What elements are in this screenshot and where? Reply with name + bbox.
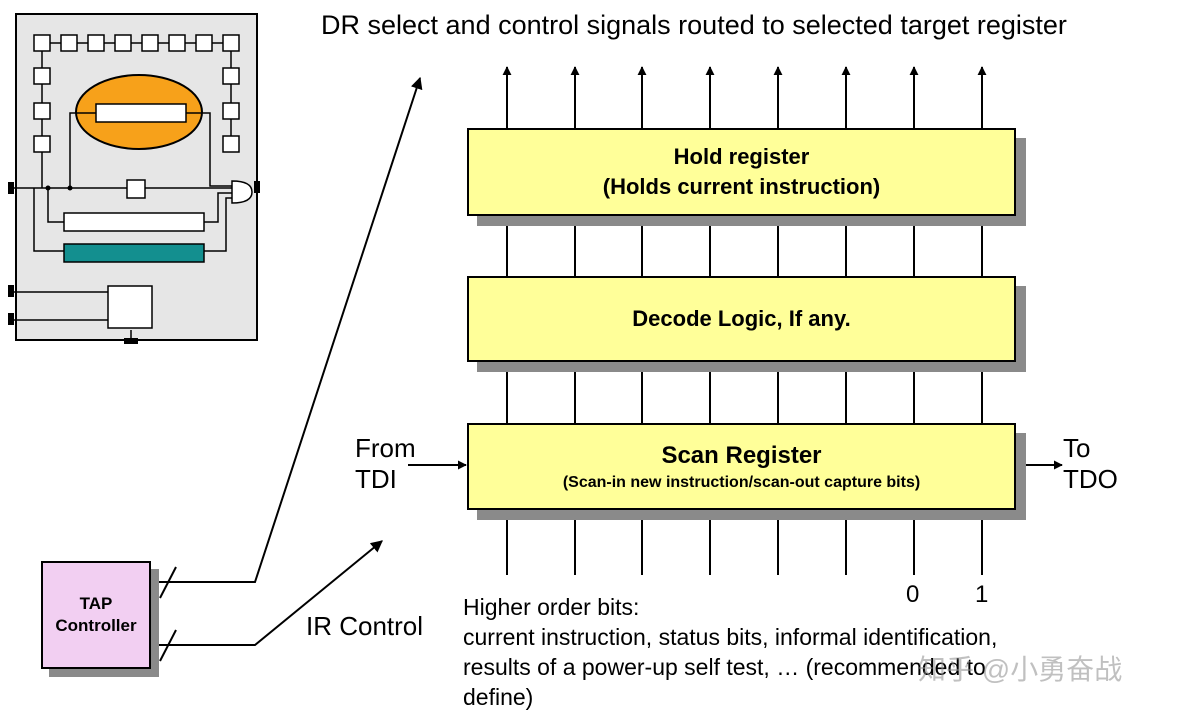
tap-controller: TAP Controller [41,561,151,669]
tap-controller-line2: Controller [55,616,137,635]
tap-controller-line1: TAP [79,594,113,613]
to-tdo-label: To TDO [1063,433,1118,494]
decode-logic-label: Decode Logic, If any. [632,306,851,331]
hold-register-title: Hold register [673,144,810,169]
from-tdi-label: From TDI [355,433,416,494]
bit-label-0: 0 [906,581,920,608]
scan-register-title: Scan Register [661,441,822,469]
decode-logic: Decode Logic, If any. [467,276,1016,362]
scan-register: Scan Register (Scan-in new instruction/s… [467,423,1016,510]
watermark: 知乎 @小勇奋战 [918,654,1123,685]
hold-register: Hold register (Holds current instruction… [467,128,1016,216]
higher-order-bits-note: Higher order bits: current instruction, … [463,594,998,710]
bit-label-1: 1 [975,581,989,608]
hold-register-subtitle: (Holds current instruction) [602,174,881,199]
diagram-title: DR select and control signals routed to … [321,10,1067,40]
ir-control-label: IR Control [306,611,424,641]
chip-thumbnail [8,13,260,344]
scan-register-subtitle: (Scan-in new instruction/scan-out captur… [562,473,921,491]
